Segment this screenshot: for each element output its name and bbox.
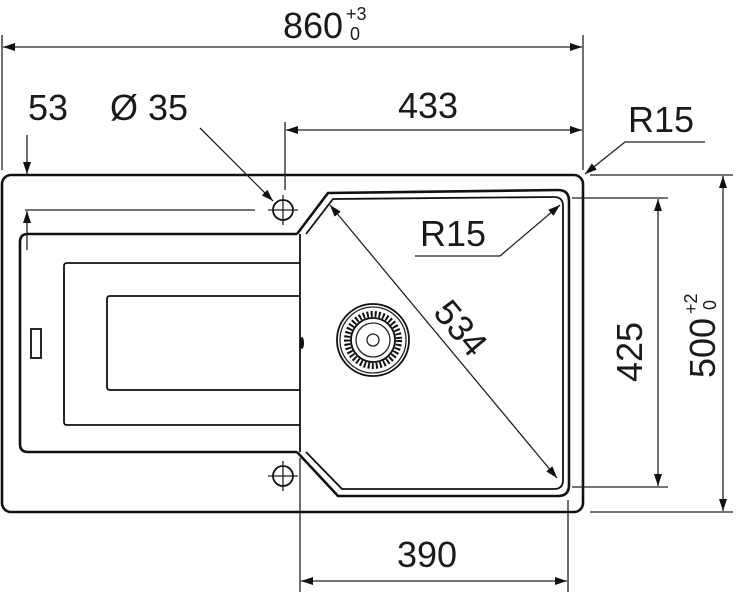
dim-860-tol-lower: 0 [350, 24, 360, 44]
dim-860-tol-upper: +3 [346, 4, 367, 24]
dim-500-tol-upper: +2 [681, 293, 701, 314]
dim-534: 534 [426, 292, 496, 364]
dim-500-tol-lower: 0 [700, 300, 720, 310]
dim-line-534 [329, 204, 558, 479]
sink-outline [0, 173, 585, 514]
bowl-edge [295, 188, 571, 498]
dim-bowl-radius: R15 [420, 213, 486, 254]
dim-860: 860 [283, 5, 343, 46]
dim-390: 390 [397, 534, 457, 575]
dim-433: 433 [398, 85, 458, 126]
dim-53: 53 [28, 87, 68, 128]
tap-hole-bottom [268, 461, 298, 491]
bowl-tab [300, 337, 304, 349]
tap-hole-top [268, 195, 298, 225]
leader-outer-radius [584, 141, 705, 175]
overflow-slot [30, 328, 42, 359]
drainer-area [18, 232, 297, 454]
dim-hole-diameter: Ø 35 [110, 87, 188, 128]
drain-icon [336, 303, 410, 377]
dim-500: 500 [682, 318, 723, 378]
dim-outer-radius: R15 [628, 99, 694, 140]
dim-425: 425 [609, 322, 650, 382]
bowl-inner [305, 196, 564, 490]
drainer-groove-inner [106, 295, 300, 391]
drainer-groove-outer [63, 262, 300, 426]
leader-hole-diameter [199, 127, 274, 202]
